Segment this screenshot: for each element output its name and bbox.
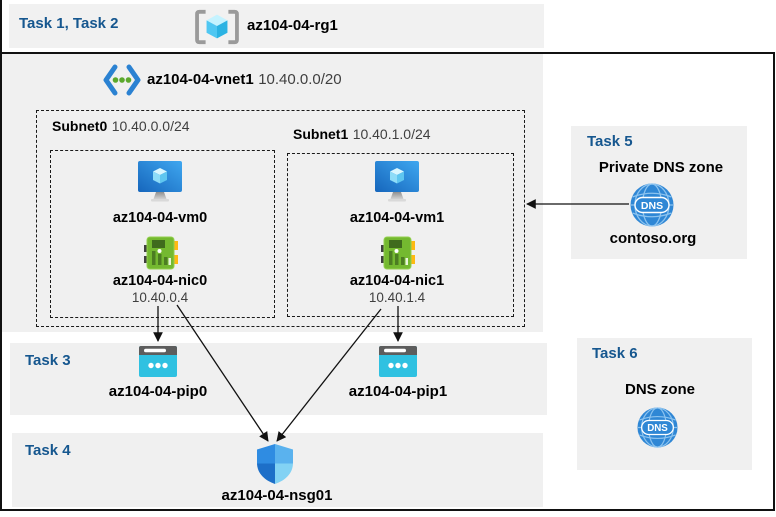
task12-panel xyxy=(9,4,544,48)
nic1-ip: 10.40.1.4 xyxy=(368,290,426,305)
nic1-icon xyxy=(381,236,415,270)
subnet0-title: Subnet0 10.40.0.0/24 xyxy=(52,118,190,136)
subnet1-name: Subnet1 xyxy=(293,126,349,142)
private-dns-icon-text: DNS xyxy=(641,200,663,212)
private-dns-zone-title: Private DNS zone xyxy=(598,159,724,176)
task4-label: Task 4 xyxy=(25,442,71,459)
vm0-label: az104-04-vm0 xyxy=(112,210,208,226)
vm1-icon xyxy=(374,160,420,202)
task6-panel xyxy=(577,338,752,470)
subnet0-cidr: 10.40.0.0/24 xyxy=(111,118,190,134)
vnet-cidr: 10.40.0.0/20 xyxy=(258,71,342,88)
nic0-icon xyxy=(144,236,178,270)
dns-zone-icon: DNS xyxy=(637,407,678,448)
subnet0-box xyxy=(50,150,275,318)
task12-label: Task 1, Task 2 xyxy=(19,15,119,32)
dns-zone-icon-text: DNS xyxy=(647,423,668,434)
nsg-shield-icon xyxy=(257,444,293,484)
pip1-icon xyxy=(379,346,417,377)
pip1-label: az104-04-pip1 xyxy=(348,383,448,400)
vnet-title: az104-04-vnet1 10.40.0.0/20 xyxy=(147,71,342,89)
subnet1-title: Subnet1 10.40.1.0/24 xyxy=(293,126,431,144)
vnet-icon xyxy=(102,62,142,98)
task5-label: Task 5 xyxy=(587,133,633,150)
left-edge-line xyxy=(0,0,2,54)
task6-label: Task 6 xyxy=(592,345,638,362)
resource-group-icon xyxy=(193,8,241,46)
private-dns-icon: DNS xyxy=(630,183,674,227)
vm1-label: az104-04-vm1 xyxy=(349,210,445,226)
vnet-container xyxy=(2,54,543,332)
dns-zone-title: DNS zone xyxy=(624,381,696,398)
task3-panel xyxy=(10,343,547,415)
resource-group-name: az104-04-rg1 xyxy=(247,17,338,34)
nic0-label: az104-04-nic0 xyxy=(112,273,208,289)
vnet-name: az104-04-vnet1 xyxy=(147,71,254,88)
private-dns-zone-name: contoso.org xyxy=(609,230,697,247)
task3-label: Task 3 xyxy=(25,352,71,369)
subnet1-box xyxy=(287,153,514,317)
subnet1-cidr: 10.40.1.0/24 xyxy=(352,126,431,142)
vm0-icon xyxy=(137,160,183,202)
nsg-label: az104-04-nsg01 xyxy=(221,487,333,504)
nic0-ip: 10.40.0.4 xyxy=(131,290,189,305)
pip0-label: az104-04-pip0 xyxy=(108,383,208,400)
nic1-label: az104-04-nic1 xyxy=(349,273,445,289)
subnet0-name: Subnet0 xyxy=(52,118,108,134)
pip0-icon xyxy=(139,346,177,377)
